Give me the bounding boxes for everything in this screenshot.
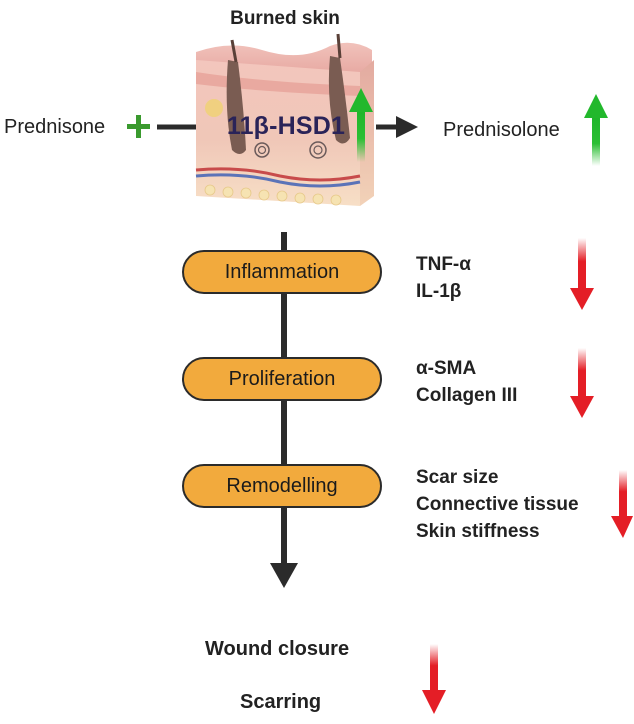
enzyme-up-arrow-icon (349, 88, 373, 162)
marker: TNF-α (416, 254, 471, 275)
stage-label: Proliferation (228, 367, 336, 390)
product-label: Prednisolone (443, 119, 560, 141)
substrate-label: Prednisone (4, 116, 106, 138)
stage-inflammation: Inflammation (182, 250, 382, 294)
marker: IL-1β (416, 281, 462, 302)
stage-label: Remodelling (226, 474, 338, 497)
inflammation-markers: TNF-α IL-1β (416, 251, 471, 305)
outcome-wound-closure: Wound closure (205, 638, 350, 660)
marker: Skin stiffness (416, 521, 540, 542)
plus-icon (127, 115, 150, 138)
stage-label: Inflammation (224, 260, 340, 283)
outcome-down-arrow-icon (422, 644, 446, 714)
marker: α-SMA (416, 358, 477, 379)
proliferation-markers: α-SMA Collagen III (416, 355, 517, 409)
marker: Collagen III (416, 385, 518, 406)
product-arrowhead (396, 116, 418, 138)
diagram-title: Burned skin (230, 8, 340, 29)
inflammation-down-arrow-icon (570, 238, 594, 310)
product-up-arrow-icon (584, 94, 608, 166)
enzyme-label: 11β-HSD1 (226, 112, 346, 140)
skin-illustration (195, 33, 374, 206)
pathway-arrowhead (270, 563, 298, 588)
stage-proliferation: Proliferation (182, 357, 382, 401)
outcome-scarring: Scarring (240, 691, 322, 713)
remodelling-down-arrow-icon (611, 470, 633, 538)
stage-remodelling: Remodelling (182, 464, 382, 508)
marker: Connective tissue (416, 494, 579, 515)
remodelling-markers: Scar size Connective tissue Skin stiffne… (416, 464, 579, 545)
marker: Scar size (416, 467, 499, 488)
proliferation-down-arrow-icon (570, 348, 594, 418)
